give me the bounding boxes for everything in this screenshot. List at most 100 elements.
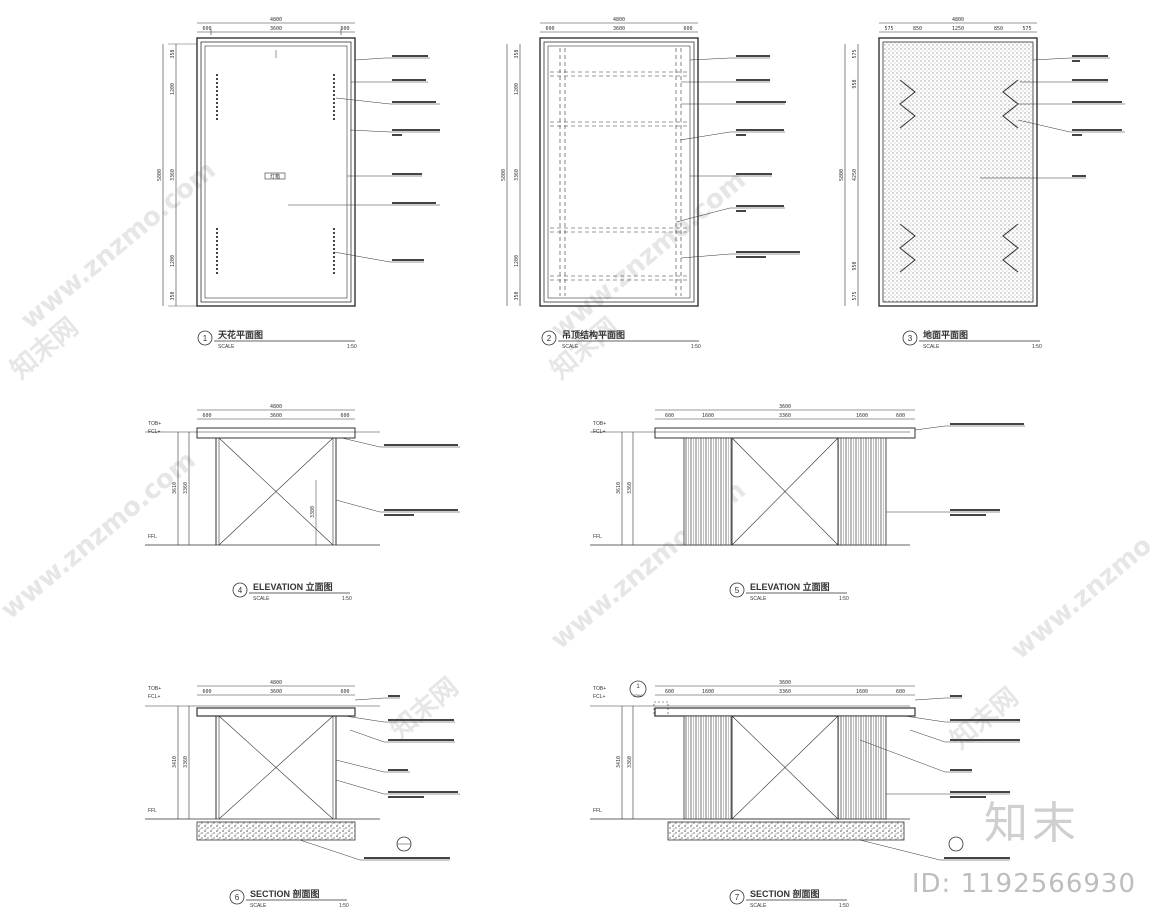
view-title: SECTION 剖面图 <box>750 888 820 899</box>
plan-2-structure <box>506 22 800 307</box>
view-number-circle <box>229 889 245 905</box>
dimension-text: 600 <box>665 689 674 695</box>
dimension-text: 5800 <box>501 169 507 181</box>
dimension-text: 3360 <box>514 169 520 181</box>
dimension-text: 350 <box>170 49 176 58</box>
dimension-text: 850 <box>994 26 1003 32</box>
view-number-circle <box>729 889 745 905</box>
dimension-text: 3600 <box>270 413 282 419</box>
dimension-text: 350 <box>170 291 176 300</box>
detail-tag-number: 1 <box>636 684 640 690</box>
level-marker: FFL <box>148 534 157 540</box>
view-number: 1 <box>203 334 208 343</box>
view-number: 4 <box>238 586 243 595</box>
view-scale-label: SCALE <box>250 903 267 909</box>
watermark-text: 知末网 <box>945 682 1024 755</box>
dimension-text: 850 <box>913 26 922 32</box>
view-number-circle <box>232 582 248 598</box>
dimension-text: 3610 <box>616 482 622 494</box>
dimension-text: 575 <box>1022 26 1031 32</box>
view-scale-ratio: 1:50 <box>839 903 849 909</box>
dimension-text: 1200 <box>514 255 520 267</box>
dimension-text: 600 <box>340 413 349 419</box>
dimension-text: 1200 <box>170 255 176 267</box>
view-number-circle <box>197 330 213 346</box>
dimension-text: 600 <box>665 413 674 419</box>
dimension-text: 600 <box>202 413 211 419</box>
watermark-brand: 知末 <box>984 798 1080 849</box>
view-scale-ratio: 1:50 <box>342 596 352 602</box>
dimension-text: 575 <box>884 26 893 32</box>
view-scale-label: SCALE <box>750 903 767 909</box>
dimension-text: 4800 <box>270 17 282 23</box>
dimension-text: 4800 <box>270 404 282 410</box>
dimension-text: 3600 <box>270 689 282 695</box>
watermark-text: 知末网 <box>385 672 464 745</box>
view-scale-ratio: 1:50 <box>339 903 349 909</box>
view-scale-ratio: 1:50 <box>839 596 849 602</box>
view-number: 6 <box>235 893 240 902</box>
dimension-text: 1600 <box>856 413 868 419</box>
watermark-text: www.znzmo.com <box>15 155 221 335</box>
dimension-text: 600 <box>340 689 349 695</box>
dimension-text: 1600 <box>702 689 714 695</box>
view-scale-label: SCALE <box>923 344 940 350</box>
dimension-text: 1250 <box>952 26 964 32</box>
dimension-text: 600 <box>340 26 349 32</box>
dimension-text: 350 <box>514 291 520 300</box>
dimension-text: 5800 <box>839 169 845 181</box>
level-marker: FCL+ <box>148 694 160 700</box>
dimension-text: 600 <box>896 413 905 419</box>
level-marker: FFL <box>593 534 602 540</box>
view-scale-label: SCALE <box>562 344 579 350</box>
section-7 <box>590 680 1020 861</box>
view-scale-ratio: 1:50 <box>691 344 701 350</box>
view-title: 天花平面图 <box>218 329 263 340</box>
view-number: 5 <box>735 586 740 595</box>
dimension-text: 3600 <box>779 404 791 410</box>
level-marker: FCL+ <box>593 429 605 435</box>
dimension-text: 4250 <box>852 169 858 181</box>
view-scale-label: SCALE <box>218 344 235 350</box>
dimension-text: 950 <box>852 261 858 270</box>
view-title: SECTION 剖面图 <box>250 888 320 899</box>
drawing-labels: 1 天花平面图 SCALE 1:50 2 吊顶结构平面图 SCALE 1:50 3 地面平面图 SC… <box>148 17 1042 909</box>
elevation-4 <box>145 409 460 546</box>
level-marker: FCL+ <box>593 694 605 700</box>
watermark-text: www.znzmo.com <box>1005 485 1150 665</box>
dimension-text: 3600 <box>270 26 282 32</box>
view-scale-ratio: 1:50 <box>347 344 357 350</box>
detail-tag-ref: 3360 <box>634 693 644 698</box>
view-number: 3 <box>908 334 913 343</box>
view-title: 吊顶结构平面图 <box>562 329 625 340</box>
dimension-text: 1200 <box>514 83 520 95</box>
dimension-text: 5800 <box>157 169 163 181</box>
watermark-text: www.znzmo.com <box>0 445 202 625</box>
view-title: 地面平面图 <box>923 329 968 340</box>
view-title: ELEVATION 立面图 <box>253 581 333 592</box>
dimension-text: 3360 <box>183 756 189 768</box>
dimension-text: 600 <box>683 26 692 32</box>
dimension-text: 3360 <box>779 689 791 695</box>
view-number-circle <box>541 330 557 346</box>
view-scale-label: SCALE <box>750 596 767 602</box>
dimension-text: 3360 <box>170 169 176 181</box>
view-number: 2 <box>547 334 552 343</box>
view-number-circle <box>902 330 918 346</box>
view-title: ELEVATION 立面图 <box>750 581 830 592</box>
view-number-circle <box>729 582 745 598</box>
dimension-text: 3600 <box>779 680 791 686</box>
dimension-text: 575 <box>852 49 858 58</box>
dimension-text: 4800 <box>952 17 964 23</box>
view-number: 7 <box>735 893 740 902</box>
dimension-text: 600 <box>896 689 905 695</box>
level-marker: FCL+ <box>148 429 160 435</box>
dimension-text: 4800 <box>613 17 625 23</box>
dimension-text: 3360 <box>627 482 633 494</box>
watermark-text: www.znzmo.com <box>545 165 751 345</box>
dimension-text: 3360 <box>779 413 791 419</box>
view-scale-ratio: 1:50 <box>1032 344 1042 350</box>
dimension-text: 1200 <box>170 83 176 95</box>
dimension-text: 1600 <box>856 689 868 695</box>
